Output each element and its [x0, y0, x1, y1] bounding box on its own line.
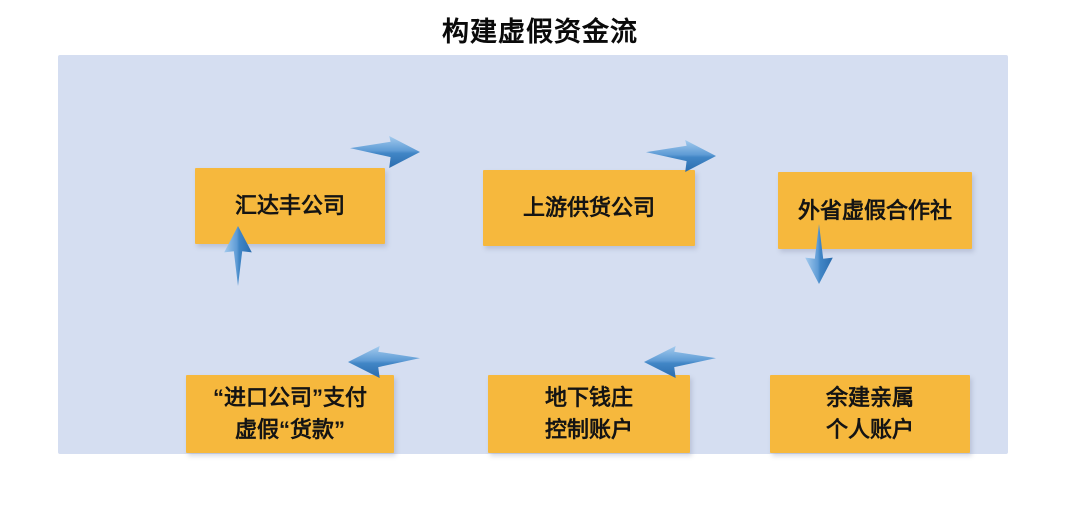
node-label-line-2: 控制账户 — [544, 417, 633, 442]
diagram-background-panel: 汇达丰公司 上游供货公司 外省虚假合作社 “进口公司”支付 虚假“货款” 地下钱… — [58, 55, 1008, 454]
node-underground-bank-controlled-account: 地下钱庄 控制账户 — [488, 375, 690, 453]
node-label-line-2: 虚假“货款” — [234, 417, 345, 442]
node-label-line-1: 地下钱庄 — [544, 385, 633, 411]
diagram-title: 构建虚假资金流 — [442, 17, 638, 47]
arrow-right-icon — [646, 140, 716, 172]
arrow-down-icon — [805, 224, 833, 284]
node-label-line-1: 余建亲属 — [825, 385, 914, 411]
node-import-company-pays-fake-payment: “进口公司”支付 虚假“货款” — [186, 375, 394, 453]
node-upstream-supplier-company: 上游供货公司 — [483, 170, 695, 246]
node-huidafeng-company: 汇达丰公司 — [195, 168, 385, 244]
node-out-of-province-fake-cooperative: 外省虚假合作社 — [778, 172, 972, 249]
arrow-left-icon — [348, 346, 420, 378]
node-label: 外省虚假合作社 — [797, 197, 952, 223]
arrow-right-icon — [350, 136, 420, 168]
arrow-left-icon — [644, 346, 716, 378]
node-label-line-2: 个人账户 — [825, 417, 914, 442]
arrow-up-icon — [224, 226, 252, 286]
node-label-line-1: “进口公司”支付 — [212, 385, 367, 411]
node-label: 汇达丰公司 — [234, 193, 345, 219]
node-yujian-relatives-personal-account: 余建亲属 个人账户 — [770, 375, 970, 453]
node-label: 上游供货公司 — [522, 195, 655, 221]
